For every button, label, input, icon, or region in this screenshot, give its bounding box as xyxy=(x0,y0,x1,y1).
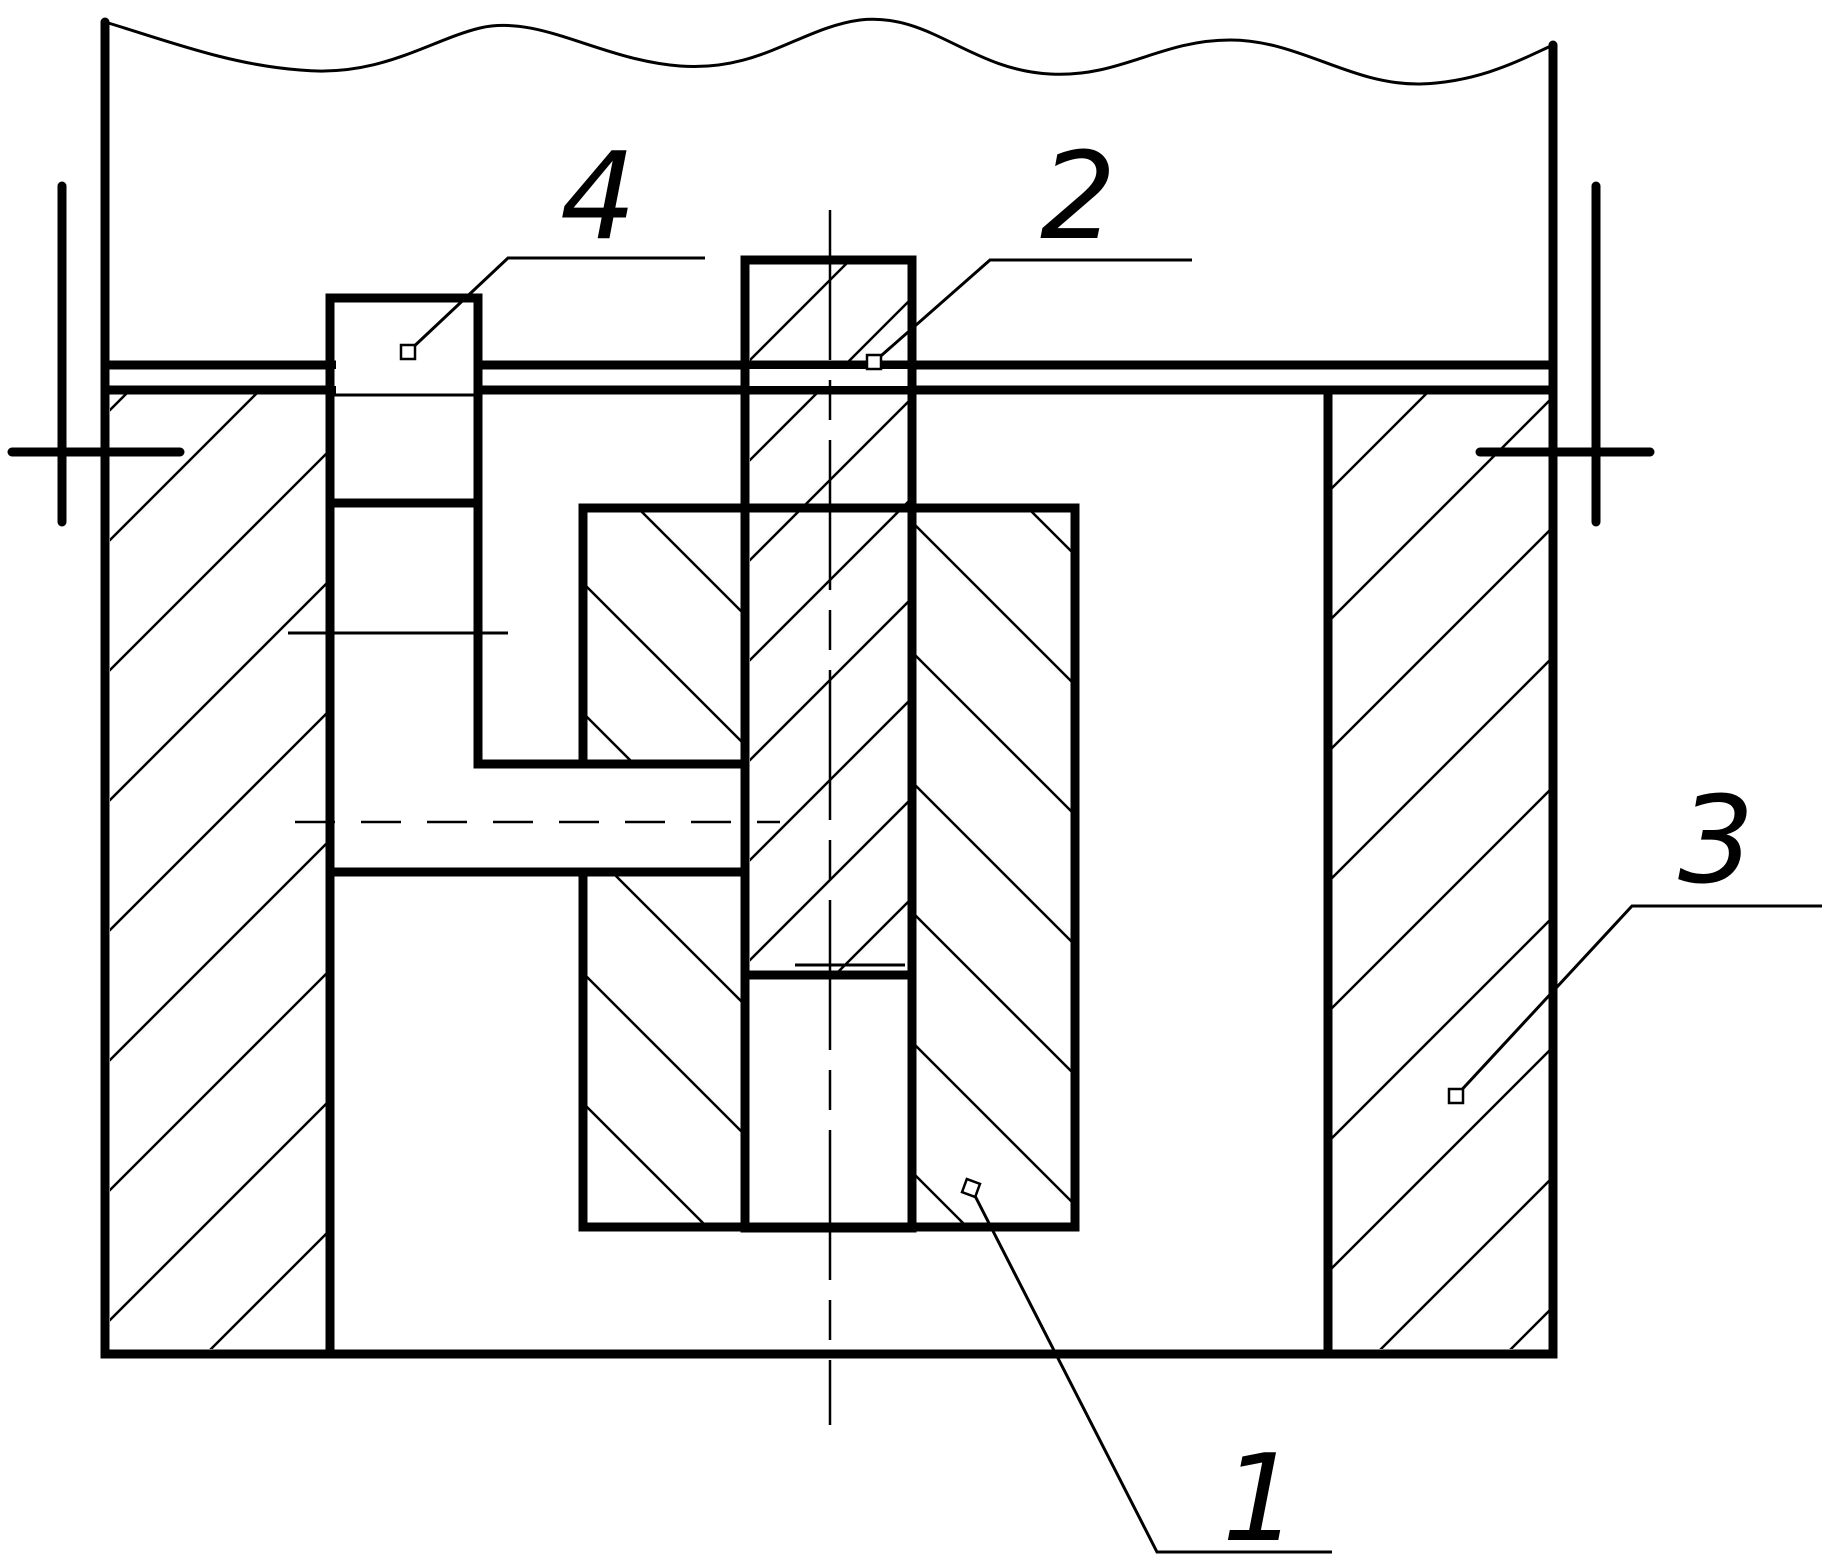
leader-4 xyxy=(399,256,705,361)
joint-gap xyxy=(100,255,1558,1359)
leader-3 xyxy=(1447,904,1822,1105)
leader-2 xyxy=(865,258,1192,371)
label-part-1: 1 xyxy=(1222,1430,1298,1558)
leader-1 xyxy=(960,1177,1332,1554)
section-mark-right xyxy=(1475,181,1655,527)
section-mark-left xyxy=(7,181,185,527)
break-line xyxy=(104,17,1554,86)
label-part-3: 3 xyxy=(1678,772,1754,911)
label-part-4: 4 xyxy=(560,128,636,267)
label-part-2: 2 xyxy=(1040,128,1116,267)
pin xyxy=(740,255,917,1233)
